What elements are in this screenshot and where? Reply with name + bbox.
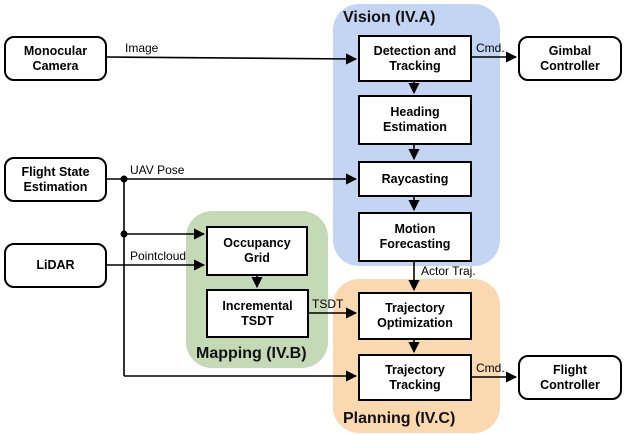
edge-label-tsdt: TSDT [312, 297, 344, 311]
lidar-node: LiDAR [4, 243, 107, 288]
planning-region-title: Planning (IV.C) [343, 410, 456, 427]
gimbal-controller-node: Gimbal Controller [518, 36, 622, 81]
raycasting-node: Raycasting [358, 161, 472, 197]
junction-pose [120, 175, 128, 183]
monocular-camera-node: Monocular Camera [4, 36, 107, 81]
mapping-region-title: Mapping (IV.B) [196, 345, 307, 362]
occupancy-grid-node: Occupancy Grid [206, 226, 308, 276]
edge-label-cmd-flight: Cmd. [476, 361, 505, 375]
edge-label-actor-traj: Actor Traj. [421, 264, 476, 278]
edge-label-pointcloud: Pointcloud [130, 249, 187, 263]
edge-label-cmd-gimbal: Cmd. [476, 41, 505, 55]
detection-tracking-node: Detection and Tracking [358, 35, 472, 82]
edge-image [106, 53, 358, 65]
vision-region-title: Vision (IV.A) [343, 9, 436, 26]
flight-controller-node: Flight Controller [518, 355, 622, 400]
edge-label-uav-pose: UAV Pose [130, 163, 185, 177]
incremental-tsdt-node: Incremental TSDT [206, 289, 309, 338]
edge-label-image: Image [125, 41, 159, 55]
trajectory-optimization-node: Trajectory Optimization [358, 292, 472, 340]
motion-forecasting-node: Motion Forecasting [358, 212, 472, 262]
flight-state-estimation-node: Flight State Estimation [4, 157, 107, 202]
trajectory-tracking-node: Trajectory Tracking [358, 354, 472, 401]
heading-estimation-node: Heading Estimation [358, 95, 472, 145]
junction-occupancy [120, 230, 128, 238]
